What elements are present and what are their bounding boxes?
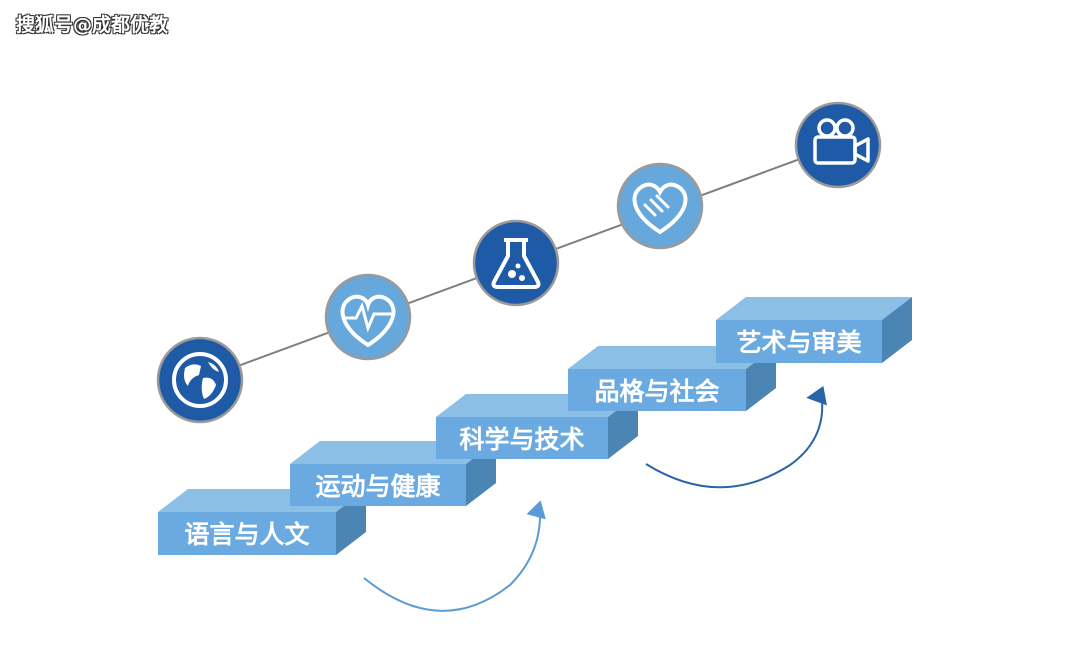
step-front — [568, 369, 746, 411]
step-label: 品格与社会 — [594, 377, 719, 406]
step-front — [716, 320, 882, 363]
flask-icon — [472, 219, 560, 307]
step-front — [158, 512, 336, 555]
step-label: 语言与人文 — [184, 520, 310, 549]
handshake-icon — [616, 162, 704, 250]
step-5: 艺术与审美 — [716, 297, 912, 363]
globe-icon — [156, 336, 244, 424]
curved-arrow-left — [363, 500, 546, 612]
step-label: 科学与技术 — [459, 425, 584, 454]
step-1: 语言与人文 — [158, 489, 366, 555]
heart-pulse-icon — [324, 273, 412, 361]
watermark: 搜狐号@成都优教 — [16, 14, 169, 36]
step-side — [882, 297, 912, 363]
step-label: 运动与健康 — [315, 472, 441, 501]
step-front — [436, 417, 608, 459]
step-front — [290, 464, 466, 506]
step-top — [716, 297, 912, 320]
video-camera-icon — [794, 101, 882, 189]
step-3: 科学与技术 — [436, 394, 638, 459]
curved-arrow-right — [645, 385, 827, 489]
step-label: 艺术与审美 — [736, 328, 861, 357]
